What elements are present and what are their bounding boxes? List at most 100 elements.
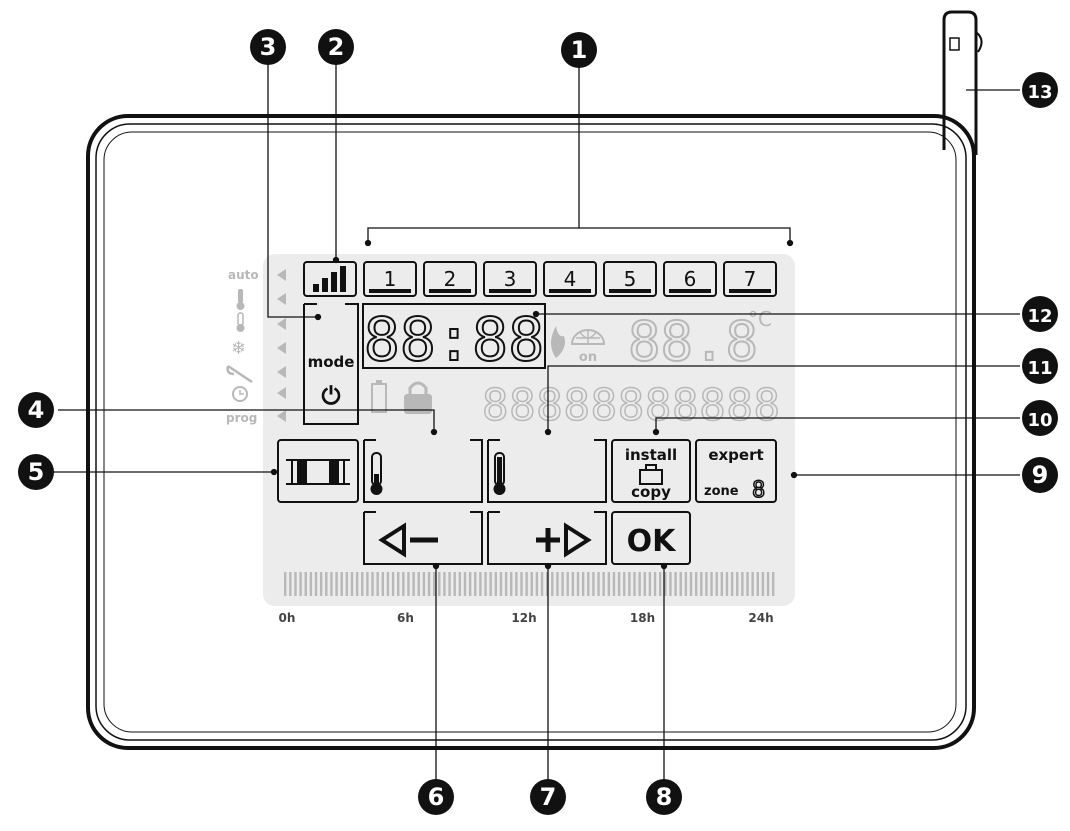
- plus-button[interactable]: [487, 511, 607, 565]
- globe-icon: [570, 329, 606, 345]
- time-tick: [597, 572, 600, 596]
- time-tick: [545, 572, 549, 596]
- eco-temp-box[interactable]: [487, 439, 607, 503]
- time-tick: [319, 572, 323, 596]
- time-tick: [463, 572, 467, 596]
- callout-circle: [18, 392, 54, 428]
- callout-6: 6: [418, 779, 454, 815]
- time-tick: [669, 572, 672, 596]
- day-box-2: 2: [423, 261, 477, 297]
- time-tick: [350, 572, 354, 596]
- callout-number: 2: [328, 33, 345, 61]
- day-label: 3: [504, 267, 517, 291]
- time-tick: [422, 572, 426, 596]
- day-box-1: 1: [363, 261, 417, 297]
- day-label: 4: [564, 267, 577, 291]
- callout-number: 6: [428, 783, 445, 811]
- callout-circle: [530, 779, 566, 815]
- on-label: on: [579, 350, 597, 365]
- shutter-button[interactable]: [277, 439, 359, 503]
- callout-circle: [18, 454, 54, 490]
- copy-label: copy: [631, 483, 671, 501]
- day-box-4: 4: [543, 261, 597, 297]
- time-scale-label: 6h: [397, 611, 414, 625]
- time-tick: [648, 572, 652, 596]
- callout-circle: [1022, 457, 1058, 493]
- thermometer-low-icon-2: [370, 452, 383, 495]
- time-tick: [700, 572, 703, 596]
- clock-icon: [232, 386, 248, 402]
- time-tick: [499, 572, 503, 596]
- time-tick: [556, 572, 559, 596]
- time-tick: [474, 572, 477, 596]
- time-tick: [525, 572, 528, 596]
- side-mode-auto: auto: [228, 268, 259, 282]
- side-mode-column: auto ❄ prog: [226, 268, 286, 425]
- signal-bars-icon: [313, 266, 346, 292]
- minus-button[interactable]: [363, 511, 483, 565]
- callout-number: 13: [1027, 82, 1052, 103]
- time-tick: [623, 572, 626, 596]
- callout-circle: [1022, 400, 1058, 436]
- window-shutter-icon: [286, 459, 350, 485]
- lock-icon: [404, 381, 432, 414]
- time-tick: [612, 572, 616, 596]
- expert-zone-button[interactable]: expert zone 8: [695, 439, 777, 504]
- time-tick: [510, 572, 513, 596]
- comfort-temp-box[interactable]: [363, 439, 483, 503]
- time-tick: [617, 572, 621, 596]
- time-tick: [628, 572, 631, 596]
- time-tick: [494, 572, 498, 596]
- time-tick: [335, 572, 338, 596]
- time-tick: [386, 572, 390, 596]
- flame-icon: [551, 326, 565, 358]
- time-tick: [284, 572, 287, 596]
- callout-11: 11: [1022, 348, 1058, 384]
- time-tick: [299, 572, 302, 596]
- ok-button[interactable]: OK: [611, 511, 691, 565]
- time-tick: [756, 572, 759, 596]
- time-tick: [391, 572, 395, 596]
- install-copy-button[interactable]: install copy: [611, 439, 691, 503]
- time-tick: [730, 572, 734, 596]
- clock-display: 88:88: [362, 303, 546, 376]
- callout-circle: [1022, 348, 1058, 384]
- time-tick: [679, 572, 682, 596]
- thermometer-high-icon: [236, 289, 245, 310]
- side-mode-prog: prog: [226, 411, 257, 425]
- time-tick: [772, 572, 775, 596]
- time-tick: [407, 572, 410, 596]
- power-icon: ⏻: [322, 382, 341, 410]
- callout-13: 13: [1022, 72, 1058, 108]
- time-tick: [294, 572, 297, 596]
- time-tick: [633, 572, 636, 596]
- ok-label: OK: [627, 524, 678, 559]
- left-arrow-icon: [378, 522, 438, 558]
- time-tick: [607, 572, 611, 596]
- time-tick: [741, 572, 744, 596]
- callout-4: 4: [18, 392, 54, 428]
- time-tick: [725, 572, 729, 596]
- callout-number: 9: [1032, 461, 1049, 489]
- time-tick: [325, 572, 328, 596]
- day-label: 2: [444, 267, 457, 291]
- briefcase-icon: [639, 464, 663, 485]
- time-tick: [304, 572, 307, 596]
- time-tick: [674, 572, 677, 596]
- time-tick: [361, 572, 364, 596]
- time-tick: [289, 572, 292, 596]
- time-tick: [314, 572, 318, 596]
- day-box-7: 7: [723, 261, 777, 297]
- time-tick: [653, 572, 657, 596]
- callout-circle: [1022, 72, 1058, 108]
- time-tick: [751, 572, 754, 596]
- time-tick: [484, 572, 487, 596]
- snowflake-icon: ❄: [231, 338, 246, 359]
- thermometer-low-icon: [236, 312, 245, 332]
- time-tick: [402, 572, 405, 596]
- time-tick: [355, 572, 359, 596]
- device-housing: [86, 10, 983, 750]
- callout-number: 7: [540, 783, 557, 811]
- time-tick: [448, 572, 451, 596]
